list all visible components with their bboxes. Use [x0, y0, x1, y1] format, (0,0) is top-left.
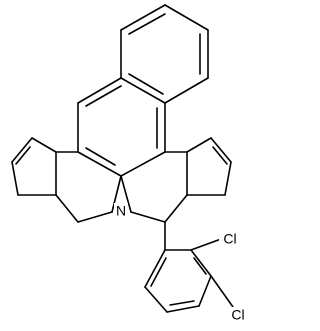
chlorine-atom-label-2: Cl	[231, 307, 244, 323]
chemical-structure: N Cl Cl	[11, 4, 249, 325]
chlorine-label-background-2	[227, 307, 249, 325]
bond	[77, 151, 122, 177]
bond	[85, 85, 122, 107]
bond	[31, 137, 57, 153]
bond	[190, 238, 222, 251]
bond	[144, 249, 166, 288]
bond	[11, 137, 33, 163]
chlorine-atom-label-1: Cl	[223, 231, 236, 247]
nitrogen-label-background	[114, 203, 128, 221]
bond	[150, 257, 167, 287]
bond	[55, 194, 79, 223]
bond	[224, 161, 232, 196]
bond	[198, 275, 212, 307]
bond	[212, 146, 228, 165]
bond	[169, 300, 195, 306]
bond	[120, 4, 166, 31]
bond	[190, 249, 212, 277]
bond	[15, 146, 31, 165]
bond	[85, 147, 116, 166]
chlorine-label-background-1	[219, 231, 241, 249]
bond	[164, 77, 209, 104]
bond	[193, 257, 207, 275]
bond	[120, 175, 132, 213]
bond	[130, 211, 166, 223]
bond	[144, 286, 168, 313]
bond	[128, 13, 166, 35]
bond	[77, 77, 122, 104]
bond	[128, 73, 164, 95]
bond	[111, 175, 122, 213]
bond	[120, 77, 166, 104]
bond	[11, 161, 19, 196]
bond-lines	[11, 4, 234, 313]
atom-labels: N Cl Cl	[114, 203, 249, 325]
bond	[77, 211, 113, 223]
bond	[164, 194, 188, 223]
bond	[210, 137, 232, 163]
bond	[120, 151, 166, 177]
bond	[164, 4, 209, 31]
bond	[166, 305, 200, 313]
bond	[210, 275, 234, 308]
nitrogen-atom-label: N	[116, 203, 126, 219]
bond	[186, 137, 212, 153]
